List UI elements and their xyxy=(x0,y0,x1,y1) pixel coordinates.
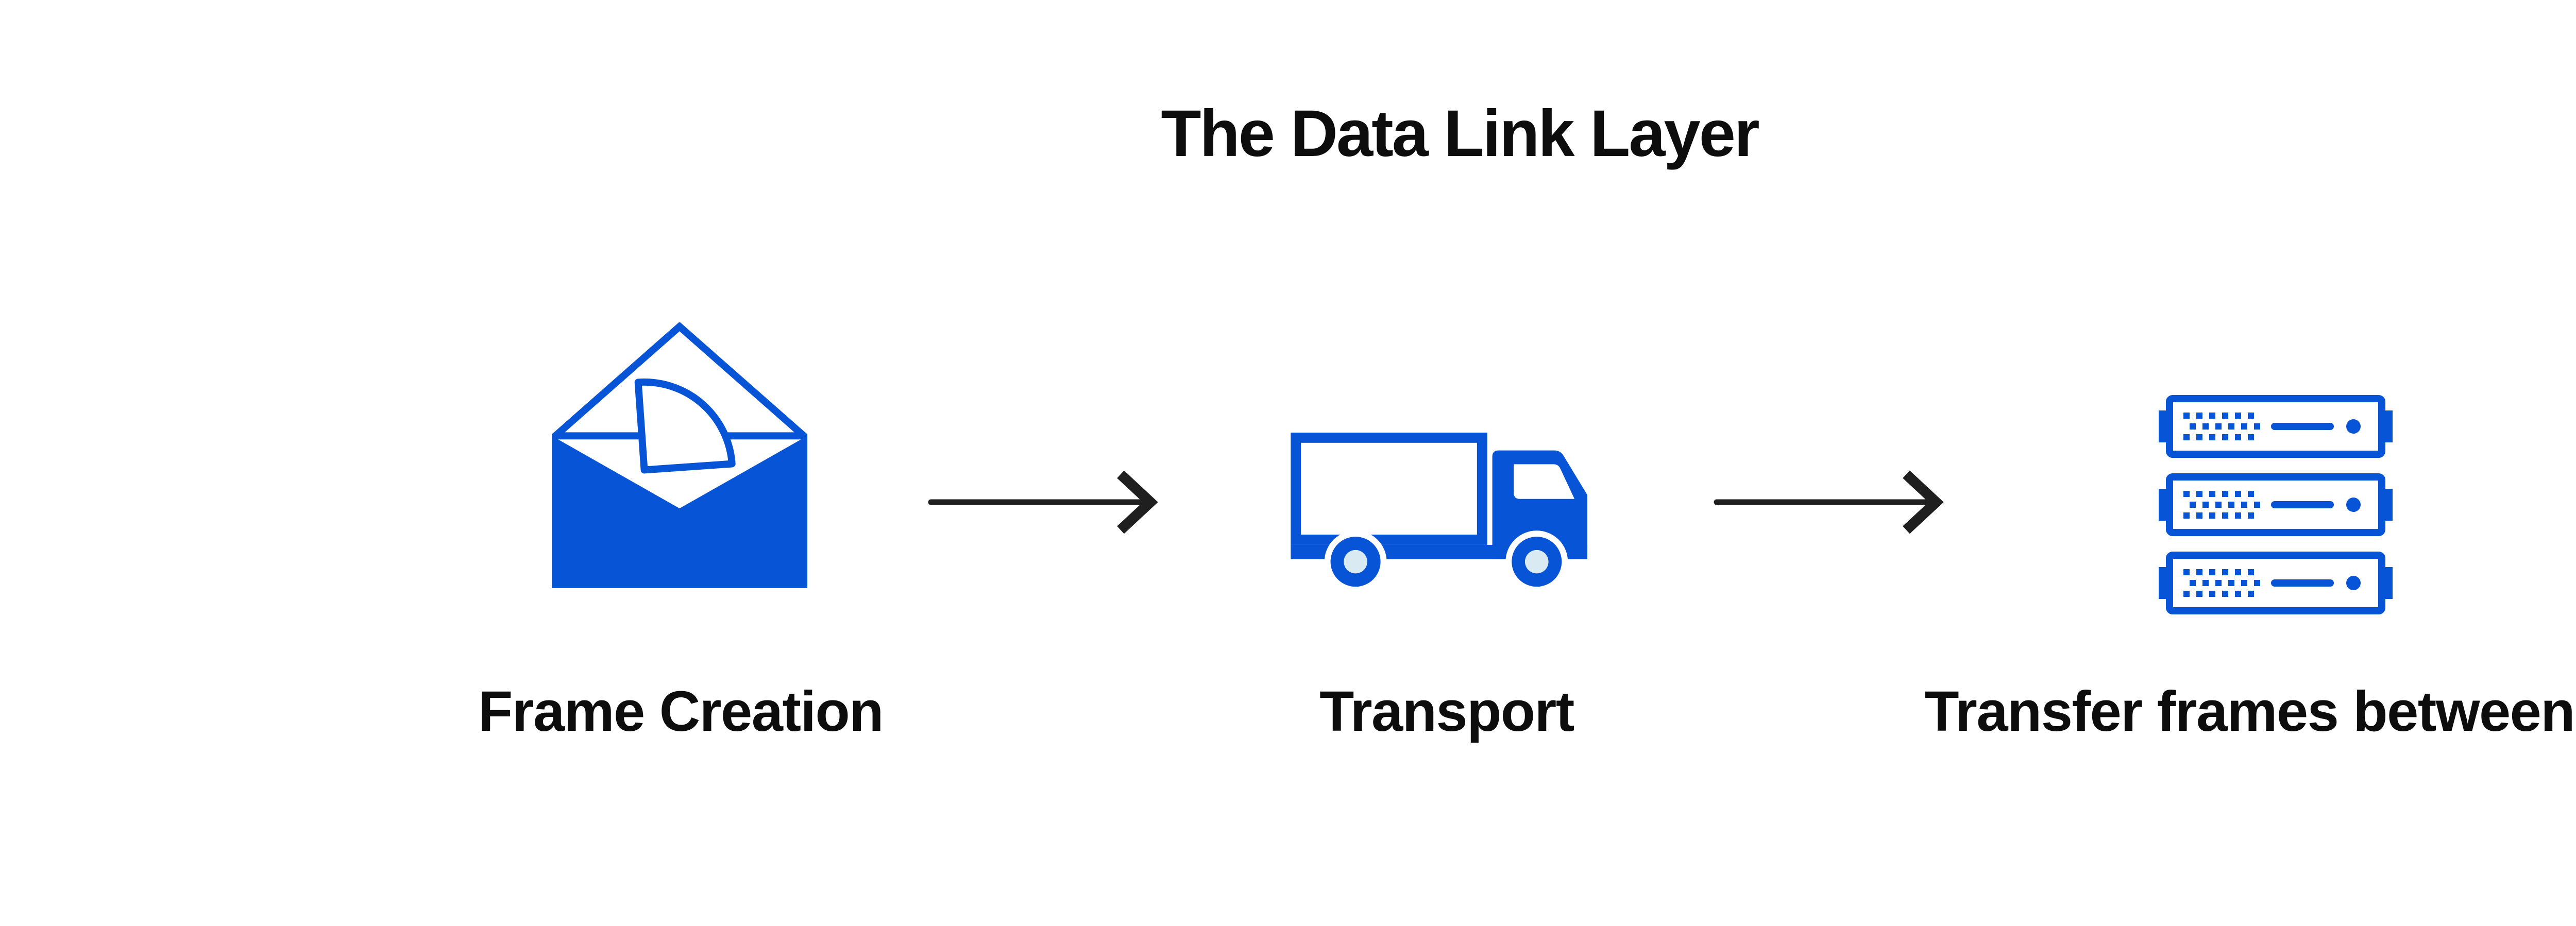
server-stack-icon xyxy=(2159,395,2393,614)
flow-arrow-1 xyxy=(928,470,1158,534)
delivery-truck-icon xyxy=(1291,433,1587,593)
flow-arrow-2 xyxy=(1714,470,1944,534)
step-label-transfer-frames: Transfer frames between net xyxy=(1924,680,2576,743)
step-label-transport: Transport xyxy=(1319,680,1574,743)
server-unit xyxy=(2159,473,2393,536)
diagram-title: The Data Link Layer xyxy=(1161,97,1759,170)
server-unit xyxy=(2159,395,2393,458)
envelope-letter-icon xyxy=(552,322,807,588)
server-unit xyxy=(2159,552,2393,614)
step-label-frame-creation: Frame Creation xyxy=(478,680,884,743)
